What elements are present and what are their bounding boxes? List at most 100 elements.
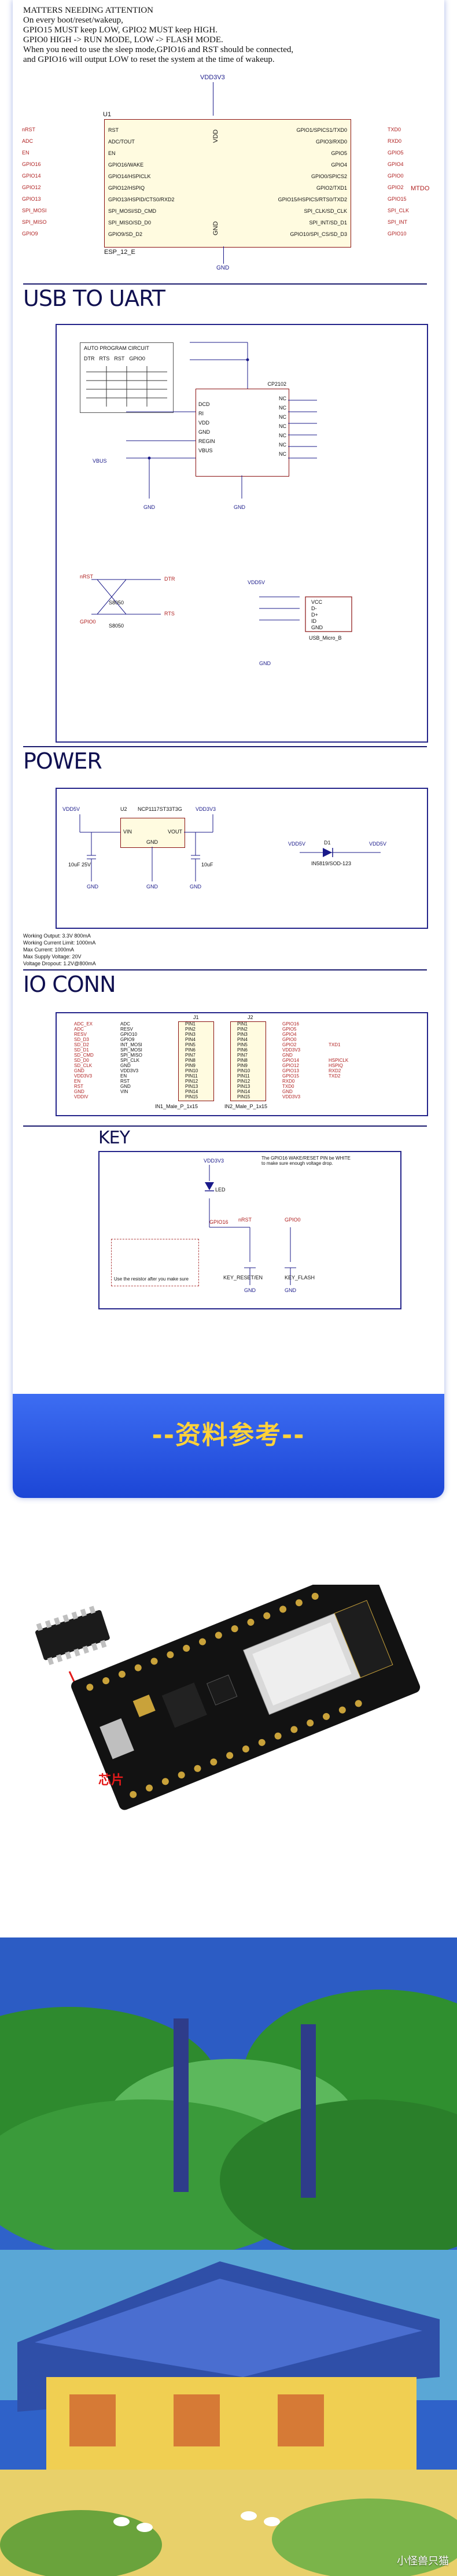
gnd-label: GND — [190, 884, 201, 890]
cap-right-label: 10uF — [201, 862, 213, 868]
key-caption: Use the resistor after you make sure — [114, 1276, 189, 1282]
j1-header — [178, 1021, 214, 1101]
io-left-pin: GPIO10 — [120, 1032, 137, 1037]
io-j1-pin: PIN3 — [185, 1032, 196, 1037]
product-photo — [0, 1563, 457, 1909]
io-j2-pin: PIN13 — [237, 1084, 250, 1089]
io-j2-pin: PIN2 — [237, 1027, 248, 1032]
io-j1-pin: PIN15 — [185, 1094, 198, 1099]
io-right-extra: HSPICLK — [329, 1058, 349, 1063]
io-left-pin: INT_MOSI — [120, 1042, 142, 1047]
section-title-usb: USB TO UART — [23, 286, 165, 311]
io-right-net: GPIO4 — [282, 1032, 297, 1037]
divider — [23, 969, 427, 970]
io-right-net: GND — [282, 1053, 293, 1058]
esp-right-pin: SPI_INT/SD_D1 — [309, 220, 347, 226]
io-j2-pin: PIN4 — [237, 1037, 248, 1042]
io-right-extra: TXD1 — [329, 1042, 341, 1047]
chip-label: 芯片 — [98, 1773, 124, 1788]
cp2102-right-pin: NC — [279, 405, 286, 411]
io-left-pin: VDD3V3 — [120, 1068, 139, 1073]
power-vin-net: VDD5V — [62, 806, 80, 812]
io-left-net: SD_D1 — [74, 1047, 89, 1053]
io-j1-pin: PIN10 — [185, 1068, 198, 1073]
esp-right-net: GPIO2 — [388, 184, 404, 190]
key-note: The GPIO16 WAKE/RESET PIN be WHITE to ma… — [261, 1156, 351, 1166]
esp-left-net: GPIO14 — [22, 173, 41, 179]
io-j2-pin: PIN9 — [237, 1063, 248, 1068]
diode-label: D1 — [324, 840, 331, 846]
watermark: 小怪兽只猫 — [397, 2555, 449, 2567]
regulator-chip: VIN VOUT GND — [120, 818, 185, 848]
esp-right-net: RXD0 — [388, 138, 402, 144]
io-right-net: GPIO14 — [282, 1058, 299, 1063]
esp-left-pin: GPIO13/HSPID/CTS0/RXD2 — [108, 197, 175, 202]
note-line: MATTERS NEEDING ATTENTION — [23, 6, 153, 15]
j1-caption: IN1_Male_P_1x15 — [155, 1104, 198, 1109]
io-left-net: RESV — [74, 1032, 87, 1037]
gnd-label: GND — [244, 1287, 256, 1293]
cp2102-left-pin: RI — [198, 411, 204, 416]
io-right-net: GPIO16 — [282, 1021, 299, 1027]
cp2102-left-pin: REGIN — [198, 438, 215, 444]
j2-caption: IN2_Male_P_1x15 — [224, 1104, 268, 1109]
esp-right-pin: GPIO0/SPICS2 — [311, 174, 347, 179]
esp-right-net: GPIO0 — [388, 173, 404, 179]
vdd5v-label: VDD5V — [248, 580, 266, 585]
gnd-label: GND — [234, 504, 245, 510]
cp2102-right-pin: NC — [279, 433, 286, 438]
j2-header — [230, 1021, 266, 1101]
io-j2-pin: PIN10 — [237, 1068, 250, 1073]
io-right-net: GPIO13 — [282, 1068, 299, 1073]
cp2102-right-pin: NC — [279, 396, 286, 401]
micro-usb-pin: D+ — [311, 612, 318, 618]
io-left-pin: RST — [120, 1079, 130, 1084]
gnd-label: GND — [87, 884, 98, 890]
power-spec-line: Voltage Dropout: 1.2V@800mA — [23, 961, 96, 966]
esp-right-pin: GPIO5 — [331, 150, 347, 156]
diode-vin: VDD5V — [288, 841, 306, 847]
gnd-label: GND — [259, 660, 271, 666]
vin-pin: VIN — [123, 829, 132, 835]
section-title-power: POWER — [23, 748, 102, 774]
cp2102-right-pin: NC — [279, 414, 286, 420]
divider — [23, 1125, 427, 1127]
note-line: GPIO0 HIGH -> RUN MODE, LOW -> FLASH MOD… — [23, 35, 223, 45]
part-label: ESP_12_E — [104, 249, 135, 256]
esp-right-pin: SPI_CLK/SD_CLK — [304, 208, 347, 214]
gnd-pin: GND — [146, 839, 158, 845]
io-left-pin: RESV — [120, 1027, 133, 1032]
key-gpio0: GPIO0 — [285, 1217, 301, 1223]
micro-usb-pin: VCC — [311, 599, 323, 605]
nrst-net: nRST — [80, 574, 94, 580]
power-spec-line: Max Current: 1000mA — [23, 947, 75, 953]
esp-right-net: GPIO4 — [388, 161, 404, 167]
io-j1-pin: PIN8 — [185, 1058, 196, 1063]
io-left-pin: GND — [120, 1063, 131, 1068]
key-flash: KEY_FLASH — [285, 1275, 315, 1280]
io-j2-pin: PIN12 — [237, 1079, 250, 1084]
io-j1-pin: PIN9 — [185, 1063, 196, 1068]
diode-vout: VDD5V — [369, 841, 387, 847]
cp2102-label: CP2102 — [267, 381, 286, 387]
io-left-net: GND — [74, 1089, 84, 1094]
micro-usb-pin: ID — [311, 618, 316, 624]
mtdo-label: MTDO — [411, 185, 430, 192]
io-right-net: GPIO2 — [282, 1042, 297, 1047]
auto-program-col: RST — [114, 356, 125, 361]
dtr-net: DTR — [164, 576, 175, 582]
esp-left-net: GPIO12 — [22, 184, 41, 190]
esp-right-pin: GPIO3/RXD0 — [315, 139, 347, 145]
esp-left-net: SPI_MISO — [22, 219, 47, 225]
